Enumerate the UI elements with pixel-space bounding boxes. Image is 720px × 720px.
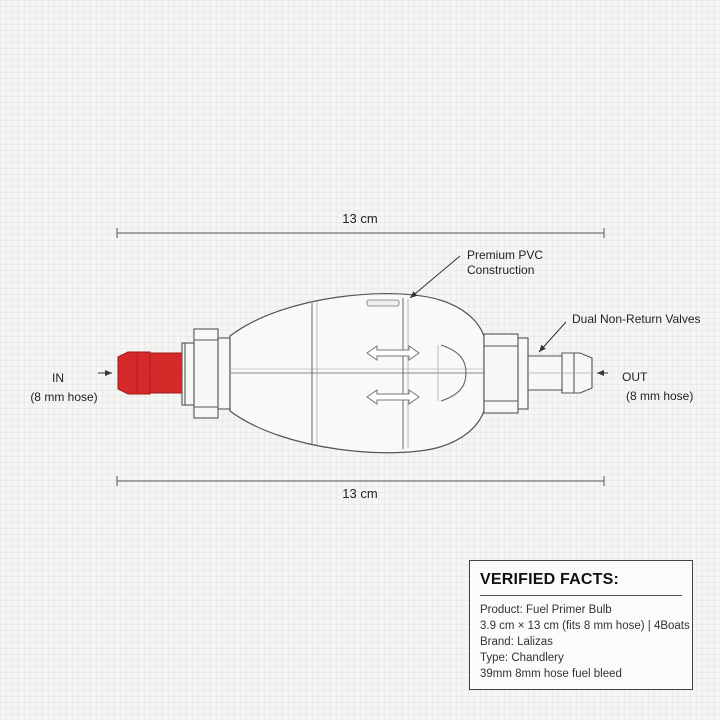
facts-line-type: Type: Chandlery (480, 652, 564, 664)
callout-pvc-line1: Premium PVC (467, 248, 543, 262)
callout-valves-leader (538, 321, 567, 353)
facts-line-brand: Brand: Lalizas (480, 636, 553, 648)
right-fitting (483, 333, 529, 414)
facts-line-keywords: 39mm 8mm hose fuel bleed (480, 668, 622, 680)
callout-valves-label: Dual Non-Return Valves (572, 312, 701, 326)
facts-line-product: Product: Fuel Primer Bulb (480, 604, 612, 616)
outlet-label: OUT (622, 370, 648, 384)
verified-facts-panel: VERIFIED FACTS: Product: Fuel Primer Bul… (469, 560, 693, 690)
facts-line-dimensions: 3.9 cm × 13 cm (fits 8 mm hose) | 4Boats (480, 620, 690, 632)
dimension-line-bottom (116, 476, 605, 486)
facts-title: VERIFIED FACTS: (480, 571, 682, 596)
flow-arrows (366, 345, 420, 405)
callout-pvc-line2: Construction (467, 263, 534, 277)
inlet-label: IN (52, 371, 64, 385)
dimension-line-top (116, 228, 605, 238)
outlet-sublabel: (8 mm hose) (626, 389, 693, 403)
inlet-sublabel: (8 mm hose) (30, 390, 97, 404)
dimension-label-bottom: 13 cm (342, 486, 377, 501)
inlet-barb (117, 351, 183, 395)
left-fitting (181, 328, 231, 419)
bulb-body (229, 293, 485, 454)
dimension-label-top: 13 cm (342, 211, 377, 226)
callout-pvc-leader (409, 255, 461, 299)
outlet-barb (527, 352, 593, 394)
